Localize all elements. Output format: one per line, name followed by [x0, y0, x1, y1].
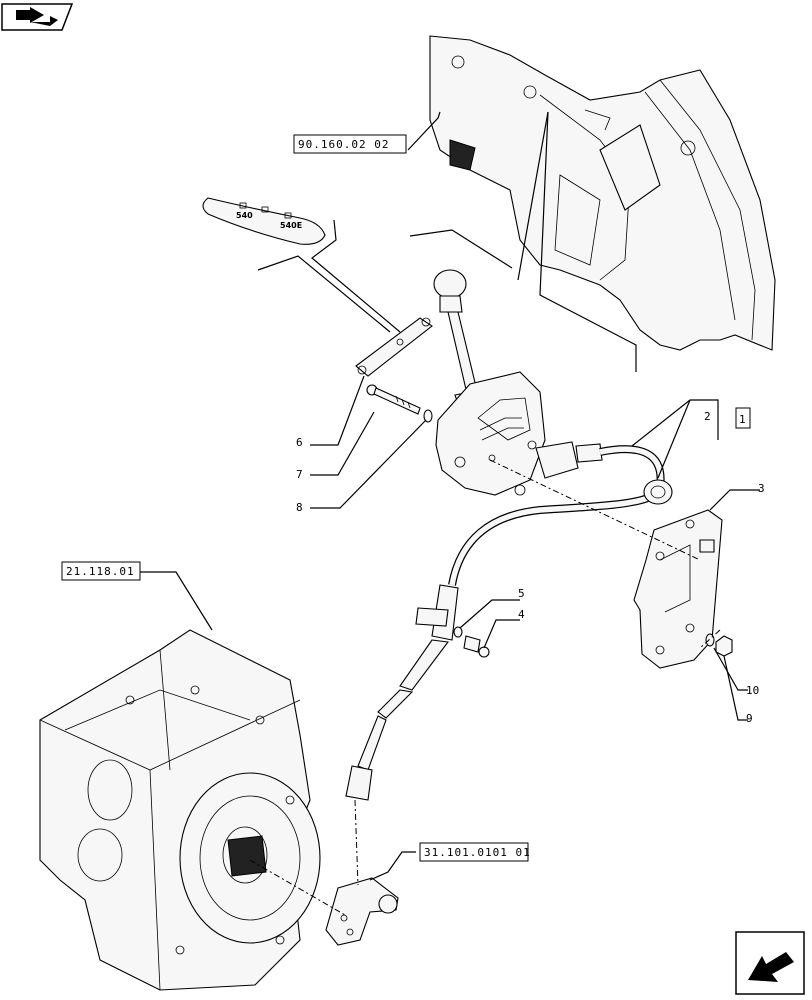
assembly-line	[354, 799, 359, 886]
item-box-1[interactable]: 1	[735, 407, 751, 429]
next-page-arrow-icon[interactable]	[735, 931, 805, 995]
decal-label-540e: 540E	[280, 221, 302, 230]
washer-5-part	[453, 626, 463, 638]
shift-decal: 540 540E	[202, 197, 326, 245]
transmission-housing-part	[39, 629, 321, 991]
screw-7-part	[366, 384, 421, 415]
screw-4-part	[463, 635, 490, 658]
ref-box-21[interactable]: 21.118.01	[61, 561, 141, 581]
nut-9-part	[715, 635, 733, 657]
bracket-3-part	[633, 509, 723, 669]
ref-box-90[interactable]: 90.160.02 02	[293, 134, 407, 154]
callout-9: 9	[746, 712, 753, 725]
ref-label-90: 90.160.02 02	[298, 138, 389, 151]
lower-bracket-part	[325, 877, 399, 946]
washer-8-part	[423, 409, 433, 423]
callout-6: 6	[296, 436, 303, 449]
assembly-line	[489, 459, 701, 561]
callout-4: 4	[518, 608, 525, 621]
callout-5: 5	[518, 587, 525, 600]
leader-lines	[140, 111, 760, 881]
control-cable-part	[345, 441, 673, 801]
fender-part	[429, 35, 776, 351]
gate-plate-part	[355, 317, 433, 377]
callout-2: 2	[704, 410, 711, 423]
ref-box-31[interactable]: 31.101.0101 01	[419, 842, 531, 862]
ref-label-21: 21.118.01	[66, 565, 135, 578]
ref-label-31: 31.101.0101 01	[424, 846, 531, 859]
callout-7: 7	[296, 468, 303, 481]
book-arrow-icon[interactable]	[1, 3, 74, 31]
assembly-line	[699, 629, 721, 649]
assembly-line	[249, 859, 346, 916]
decal-label-540: 540	[236, 211, 253, 220]
item-label-1: 1	[739, 413, 746, 426]
shift-lever-assembly	[433, 269, 546, 496]
callout-10: 10	[746, 684, 759, 697]
callout-8: 8	[296, 501, 303, 514]
washer-10-part	[705, 633, 715, 647]
callout-3: 3	[758, 482, 765, 495]
